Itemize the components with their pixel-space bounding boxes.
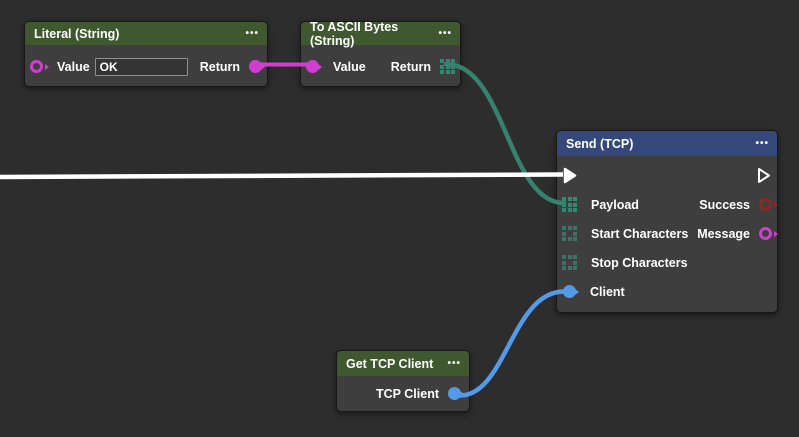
port-label: Value <box>57 59 90 74</box>
node-menu-icon[interactable]: ••• <box>447 357 461 369</box>
port-row: Payload Success <box>557 190 777 219</box>
flow-row <box>557 161 777 190</box>
node-title: Literal (String) <box>34 26 120 41</box>
node-body: Value Return <box>25 45 267 88</box>
value-input-port-icon[interactable] <box>30 60 43 73</box>
node-to-ascii-bytes[interactable]: To ASCII Bytes (String) ••• Value Return <box>300 19 461 88</box>
node-title: Send (TCP) <box>566 136 634 151</box>
port-row: Client <box>557 277 777 306</box>
wire-ascii-return-to-payload[interactable] <box>443 61 567 206</box>
start-characters-input-port-icon[interactable] <box>562 226 577 241</box>
wire-flow-to-send-tcp[interactable] <box>0 172 564 180</box>
flow-out-port-icon[interactable] <box>756 167 772 184</box>
port-row: TCP Client <box>337 379 469 408</box>
node-menu-icon[interactable]: ••• <box>438 27 452 39</box>
port-row: Start Characters Message <box>557 219 777 248</box>
node-menu-icon[interactable]: ••• <box>245 27 259 39</box>
port-label: Message <box>697 226 750 241</box>
stop-characters-input-port-icon[interactable] <box>562 255 577 270</box>
node-menu-icon[interactable]: ••• <box>755 137 769 149</box>
node-header[interactable]: Send (TCP) ••• <box>557 131 777 156</box>
node-literal-string[interactable]: Literal (String) ••• Value Return <box>24 21 268 87</box>
port-label: Success <box>699 197 750 212</box>
node-get-tcp-client[interactable]: Get TCP Client ••• TCP Client <box>336 350 470 412</box>
port-row: Stop Characters <box>557 248 777 277</box>
node-header[interactable]: Get TCP Client ••• <box>337 351 469 376</box>
port-label: Return <box>390 59 431 74</box>
port-row: Value Return <box>25 52 267 81</box>
port-label: Stop Characters <box>591 255 688 270</box>
port-label: Start Characters <box>591 226 689 241</box>
node-title: To ASCII Bytes (String) <box>310 19 399 48</box>
port-label: Client <box>590 284 625 299</box>
node-body: TCP Client <box>337 376 469 412</box>
node-title: Get TCP Client <box>346 356 434 371</box>
success-output-port-icon[interactable] <box>759 198 772 211</box>
node-body: Payload Success Start Characters Message… <box>557 156 777 313</box>
port-label: Value <box>333 59 366 74</box>
node-send-tcp[interactable]: Send (TCP) ••• Payload Success <box>556 130 778 313</box>
message-output-port-icon[interactable] <box>759 227 772 240</box>
node-body: Value Return <box>301 45 460 88</box>
port-label: TCP Client <box>376 386 439 401</box>
port-label: Payload <box>591 197 639 212</box>
flow-in-port-icon[interactable] <box>562 167 578 184</box>
wire-tcp-client-to-client[interactable] <box>457 289 567 398</box>
node-header[interactable]: Literal (String) ••• <box>25 22 267 45</box>
client-input-port-icon[interactable] <box>563 285 576 298</box>
port-label: Return <box>199 59 240 74</box>
value-input[interactable] <box>94 57 188 76</box>
port-row: Value Return <box>301 52 460 81</box>
node-header[interactable]: To ASCII Bytes (String) ••• <box>301 19 460 48</box>
tcp-client-output-port-icon[interactable] <box>448 387 461 400</box>
